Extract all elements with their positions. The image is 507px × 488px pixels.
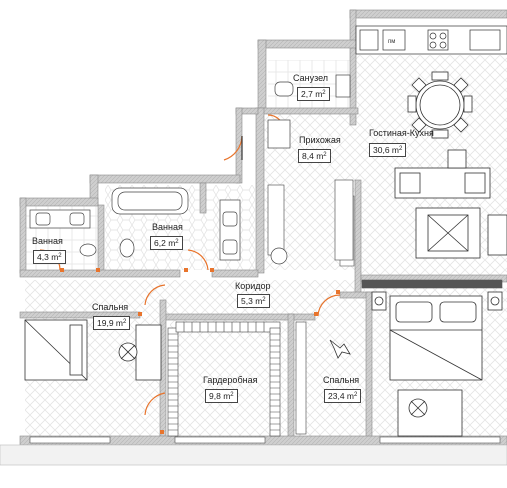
room-area-vannaya-1: 6,2 m2	[150, 236, 183, 250]
room-name-spalnya-2: Спальня	[323, 375, 360, 385]
room-area-sanuzel: 2,7 m2	[297, 87, 330, 101]
bedroom2-furniture	[329, 291, 503, 437]
room-area-spalnya-1: 19,9 m2	[93, 316, 131, 330]
wardrobe-shelves	[167, 179, 354, 437]
room-area-prihozhaya: 8,4 m2	[298, 149, 331, 163]
room-area-garderobnaya: 9,8 m2	[205, 389, 238, 403]
room-area-gostinaya: 30,6 m2	[369, 143, 407, 157]
room-area-spalnya-2: 23,4 m2	[324, 389, 362, 403]
room-area-koridor: 5,3 m2	[237, 294, 270, 308]
door-arc-bedroom1	[144, 284, 166, 306]
door-arc-bathroom1	[187, 249, 209, 271]
door-arc-bedroom2	[317, 294, 341, 317]
kitchen-counter	[355, 25, 507, 55]
room-area-vannaya-2: 4,3 m2	[33, 250, 66, 264]
dining-table	[407, 71, 473, 139]
room-name-vannaya-2: Ванная	[32, 236, 63, 246]
room-name-prihozhaya: Прихожая	[299, 135, 341, 145]
room-name-koridor: Коридор	[235, 281, 271, 291]
sofa-set	[394, 149, 507, 259]
room-name-vannaya-1: Ванная	[152, 222, 183, 232]
bedroom1-furniture	[24, 319, 162, 381]
doors	[39, 114, 341, 434]
room-name-garderobnaya: Гардеробная	[203, 375, 258, 385]
room-name-sanuzel: Санузел	[293, 73, 329, 83]
room-name-spalnya-1: Спальня	[92, 302, 129, 312]
room-name-gostinaya: Гостиная-Кухня	[369, 128, 434, 138]
door-arc-wardrobe	[144, 392, 166, 416]
exterior-bands	[0, 444, 507, 466]
bathroom-fixtures	[29, 74, 351, 265]
dishwasher-label: пм	[388, 39, 395, 45]
